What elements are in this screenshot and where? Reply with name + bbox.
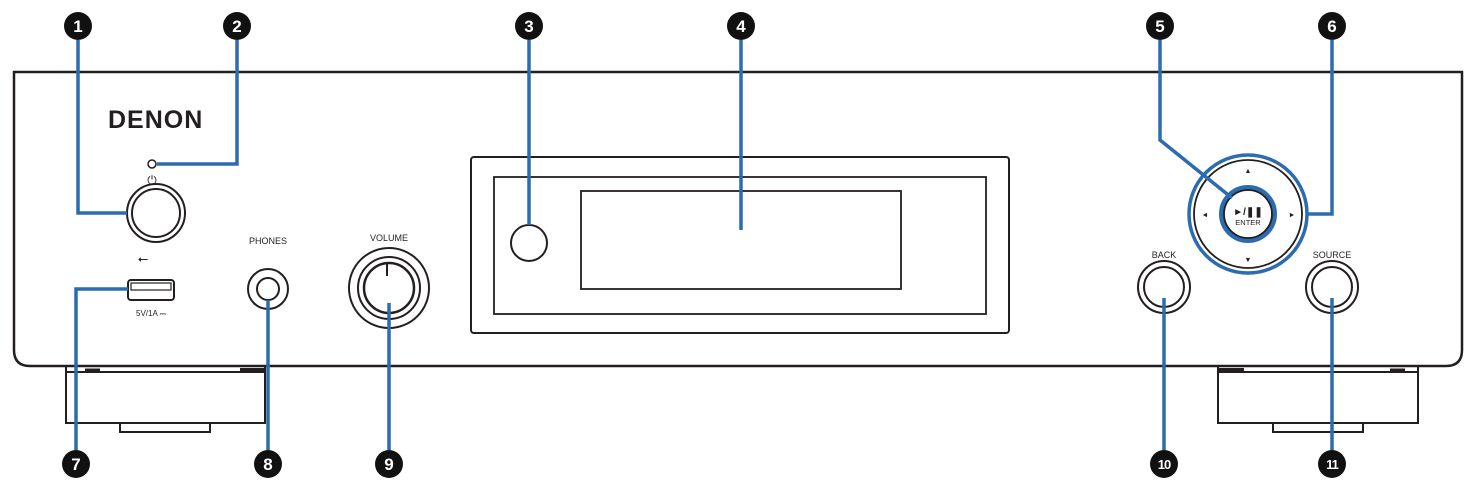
cursor-up-icon: ▲	[1245, 168, 1252, 175]
usb-rating-label: 5V/1A ⎓	[136, 309, 167, 318]
enter-play-pause-label: ►/❚❚	[1233, 207, 1262, 218]
callout-badge-2: 2	[223, 12, 251, 40]
leader-7	[74, 287, 128, 450]
callout-number: 9	[384, 455, 393, 474]
callout-number: 11	[1326, 457, 1339, 472]
enter-label: ENTER	[1235, 218, 1261, 227]
callout-number: 2	[232, 17, 241, 36]
cursor-left-icon: ◄	[1202, 212, 1209, 219]
usb-icon: ⭠	[138, 251, 148, 266]
power-indicator	[147, 159, 157, 169]
leader-5	[1158, 40, 1234, 200]
callout-badge-10: 10	[1150, 450, 1178, 478]
right-foot	[1217, 366, 1419, 433]
leader-6	[1307, 40, 1334, 216]
brand-logo: DENON	[108, 106, 203, 134]
callout-badge-4: 4	[727, 12, 755, 40]
callout-number: 10	[1158, 457, 1171, 472]
callout-badge-1: 1	[64, 12, 92, 40]
callout-number: 3	[524, 17, 533, 36]
leader-lines	[74, 40, 1334, 450]
callout-badge-11: 11	[1318, 450, 1346, 478]
callout-badge-3: 3	[515, 12, 543, 40]
cursor-right-icon: ►	[1289, 212, 1296, 219]
callout-badge-5: 5	[1146, 12, 1174, 40]
source-label: SOURCE	[1313, 250, 1352, 260]
headphones-jack[interactable]	[256, 277, 280, 301]
power-symbol: ⏻	[147, 173, 157, 187]
callout-number: 1	[73, 17, 82, 36]
volume-label: VOLUME	[370, 233, 408, 243]
callout-number: 6	[1327, 17, 1336, 36]
callout-number: 7	[71, 455, 80, 474]
left-foot	[65, 366, 266, 433]
chassis	[12, 70, 1464, 368]
callout-number: 8	[263, 455, 272, 474]
enter-button[interactable]	[1223, 189, 1273, 239]
callout-badge-8: 8	[254, 450, 282, 478]
phones-label: PHONES	[249, 236, 287, 246]
callout-number: 5	[1155, 17, 1164, 36]
callout-badge-9: 9	[375, 450, 403, 478]
cursor-down-icon: ▼	[1245, 257, 1252, 264]
callout-badge-7: 7	[62, 450, 90, 478]
callout-badge-6: 6	[1318, 12, 1346, 40]
leader-1	[76, 40, 127, 215]
leader-2	[157, 40, 239, 166]
back-label: BACK	[1152, 250, 1177, 260]
remote-sensor	[510, 224, 548, 262]
power-button[interactable]	[131, 188, 181, 238]
callout-number: 4	[736, 17, 746, 36]
